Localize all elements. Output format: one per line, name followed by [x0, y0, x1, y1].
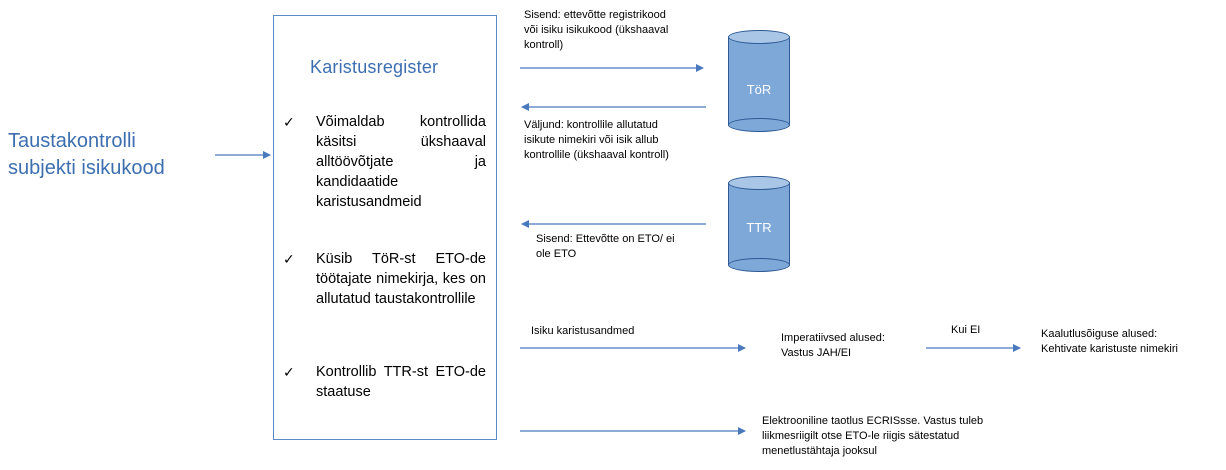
kui-ei-label: Kui EI — [951, 324, 981, 336]
subject-label: Taustakontrolli subjekti isikukood — [8, 128, 208, 182]
subject-line-2: subjekti isikukood — [8, 157, 165, 179]
sisend-tor-label: Sisend: ettevõtte registrikood või isiku… — [524, 9, 669, 51]
ttr-label: TTR — [746, 220, 772, 235]
bullet-item-3: Kontrollib TTR-st ETO-de staatuse — [316, 364, 486, 400]
check-icon: ✓ — [283, 114, 295, 130]
bullet-item-1: Võimaldab kontrollida käsitsi ükshaaval … — [316, 114, 486, 210]
kaalutlus-label: Kaalutlusõiguse alused: Kehtivate karist… — [1041, 328, 1178, 355]
check-icon: ✓ — [283, 364, 295, 380]
isiku-karistusandmed-label: Isiku karistusandmed — [531, 325, 635, 337]
sisend-ttr-label: Sisend: Ettevõtte on ETO/ ei ole ETO — [536, 233, 675, 260]
registry-box — [273, 15, 497, 440]
valjund-tor-label: Väljund: kontrollile allutatud isikute n… — [524, 119, 669, 161]
ttr-database-icon: TTR — [728, 176, 790, 272]
tor-label: TöR — [746, 82, 772, 97]
tor-database-icon: TöR — [728, 30, 790, 132]
bullet-item-2: Küsib TöR-st ETO-de töötajate nimekirja,… — [316, 251, 486, 307]
ecris-label: Elektrooniline taotlus ECRISsse. Vastus … — [762, 415, 984, 457]
check-icon: ✓ — [283, 251, 295, 267]
registry-title: Karistusregister — [310, 57, 439, 77]
subject-line-1: Taustakontrolli — [8, 130, 136, 152]
imperatiivsed-label: Imperatiivsed alused: Vastus JAH/EI — [781, 332, 885, 359]
